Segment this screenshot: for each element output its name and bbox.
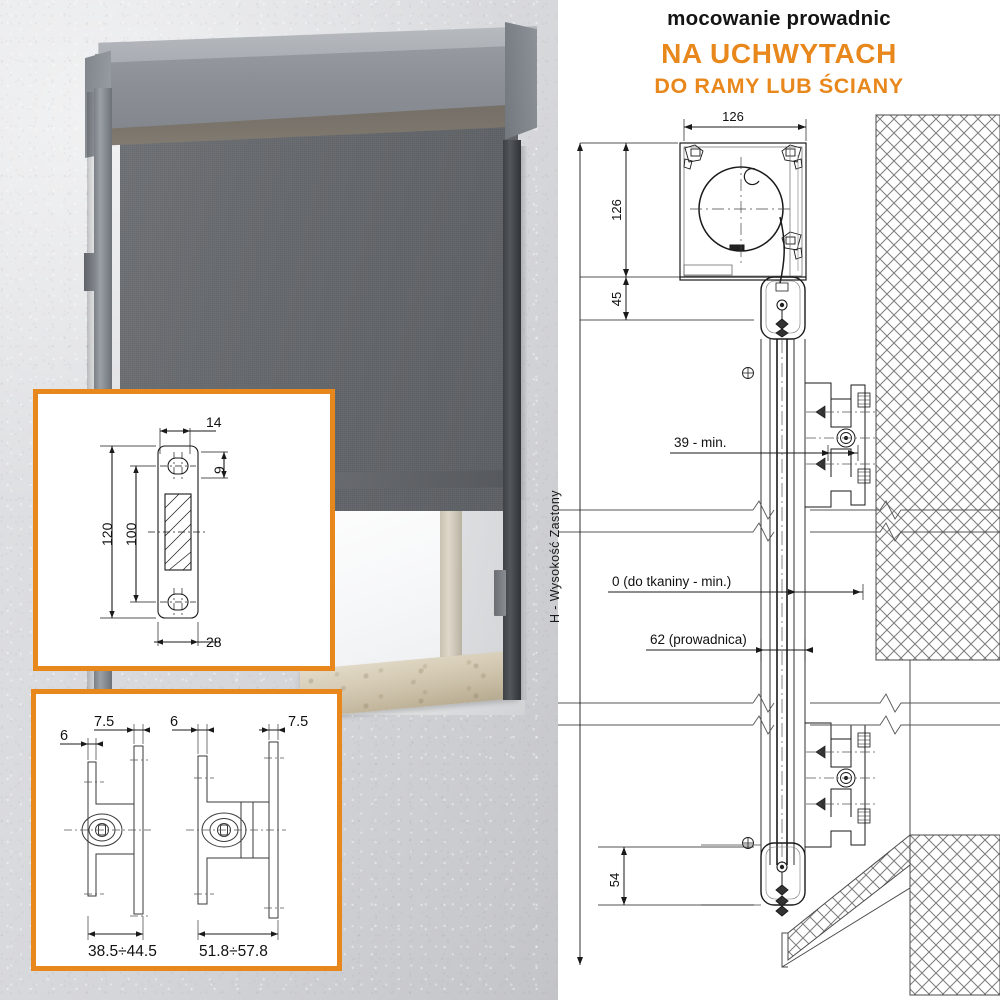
dim-box-width: 126 bbox=[722, 109, 744, 124]
inset-bracket-profiles-detail: 6 7.5 38.5÷44.5 6 7.5 51.8÷57.8 bbox=[31, 689, 342, 971]
dim-right-7p5: 7.5 bbox=[288, 714, 308, 730]
dim-left-6: 6 bbox=[60, 728, 68, 744]
dim-bottom-bar: 54 bbox=[607, 873, 622, 887]
dim-14: 14 bbox=[206, 414, 222, 430]
title-line-2: NA UCHWYTACH bbox=[661, 38, 897, 69]
overall-height-caption: H - Wysokość Zastony bbox=[548, 490, 562, 623]
dim-bracket-projection: 39 - min. bbox=[674, 435, 727, 450]
dim-box-bottom: 45 bbox=[609, 292, 624, 306]
dim-box-height: 126 bbox=[609, 199, 624, 221]
right-rail-shadow bbox=[519, 146, 527, 700]
cross-section-drawing: 126 126 45 39 - min. 0 (do tkaniny - min… bbox=[558, 105, 1000, 1000]
dim-guide-rail: 62 (prowadnica) bbox=[650, 632, 747, 647]
cassette-right-endcap bbox=[505, 22, 537, 140]
dim-right-range: 51.8÷57.8 bbox=[199, 943, 268, 960]
dim-100: 100 bbox=[123, 522, 139, 546]
dim-120: 120 bbox=[99, 522, 115, 546]
inset-bracket-plate-detail: 14 9 120 100 28 bbox=[33, 389, 335, 671]
dim-left-7p5: 7.5 bbox=[94, 714, 114, 730]
technical-drawing-panel: mocowanie prowadnic NA UCHWYTACH DO RAMY… bbox=[558, 0, 1000, 1000]
title-block: mocowanie prowadnic NA UCHWYTACH DO RAMY… bbox=[558, 0, 1000, 108]
dim-9: 9 bbox=[211, 466, 227, 474]
window-frame-vertical bbox=[440, 500, 462, 695]
dim-fabric-clearance: 0 (do tkaniny - min.) bbox=[612, 574, 731, 589]
right-rail-mounting-bracket bbox=[494, 570, 506, 616]
title-line-1: mocowanie prowadnic bbox=[667, 7, 891, 30]
left-rail-mounting-bracket bbox=[84, 253, 95, 291]
dim-28: 28 bbox=[206, 634, 222, 650]
title-line-3: DO RAMY LUB ŚCIANY bbox=[654, 74, 904, 98]
dim-right-6: 6 bbox=[170, 714, 178, 730]
guide-rail-right bbox=[503, 140, 521, 700]
dim-left-range: 38.5÷44.5 bbox=[88, 943, 157, 960]
